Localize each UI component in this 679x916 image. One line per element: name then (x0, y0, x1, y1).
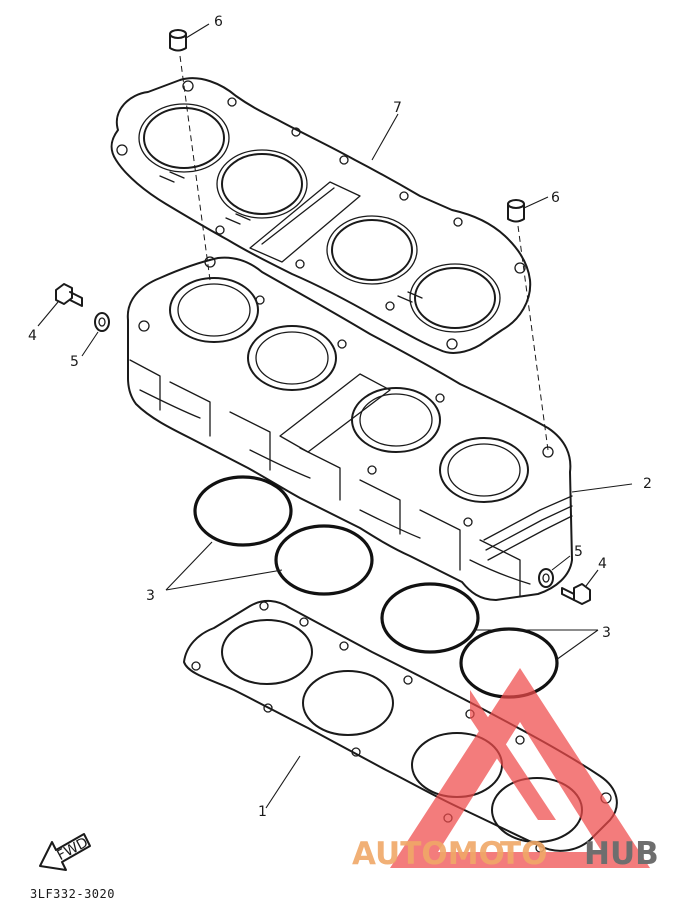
callout-1: 1 (258, 804, 267, 820)
callout-6-right: 6 (551, 190, 560, 206)
bolt-right (561, 569, 599, 605)
callout-7: 7 (393, 100, 402, 116)
bolt-left (37, 283, 83, 327)
watermark-text-hub: HUB (584, 836, 659, 872)
watermark-logo-icon (390, 668, 650, 868)
watermark-text-automo: AUTOMO (352, 836, 505, 872)
alignment-line-left (179, 55, 211, 281)
alignment-line-right (517, 225, 549, 451)
callout-3-left: 3 (146, 588, 155, 604)
forward-arrow-icon: FWD (39, 833, 91, 871)
callout-4-left: 4 (28, 328, 37, 344)
washer-right (538, 555, 571, 588)
cylinder-block (126, 256, 633, 601)
dowel-pin-top (169, 23, 210, 52)
callout-6-top: 6 (214, 14, 223, 30)
watermark-text: AUTOMO TO HUB (352, 836, 659, 872)
dowel-pin-right (507, 196, 549, 223)
o-rings-left-pair (165, 475, 374, 596)
fwd-label: FWD (54, 835, 90, 864)
callout-5-left: 5 (70, 354, 79, 370)
cylinder-head-gasket (110, 77, 532, 354)
callout-3-right: 3 (602, 625, 611, 641)
callout-4-right: 4 (598, 556, 607, 572)
callout-2: 2 (643, 476, 652, 492)
watermark-text-to: TO (500, 836, 548, 872)
diagram-part-code: 3LF332-3020 (30, 887, 115, 901)
washer-left (81, 312, 110, 357)
callout-5-right: 5 (574, 544, 583, 560)
o-rings-right-pair (380, 582, 599, 699)
